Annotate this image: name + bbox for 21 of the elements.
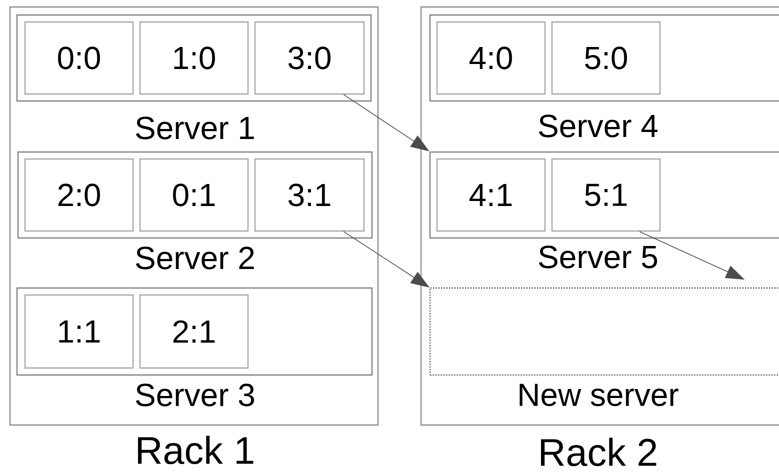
shard-box: 1:0 <box>139 21 249 95</box>
shard-box: 5:1 <box>551 158 661 232</box>
shard-box: 3:1 <box>254 158 365 232</box>
shard-box: 0:0 <box>24 21 134 95</box>
node-label: Server 4 <box>538 114 658 138</box>
shard-box: 2:1 <box>139 294 249 369</box>
node-label: Rack 1 <box>138 436 254 464</box>
shard-box: 0:1 <box>139 158 249 232</box>
node-label: New server <box>520 384 678 406</box>
shard-box: 1:1 <box>24 294 134 369</box>
server-box: New server <box>430 288 779 406</box>
node-label: Server 5 <box>538 246 658 268</box>
node-label: Server 1 <box>136 116 254 140</box>
node-label: Rack 2 <box>541 438 656 466</box>
shard-box: 3:0 <box>254 21 365 95</box>
shard-box: 5:0 <box>551 21 661 95</box>
node-label: Server 2 <box>136 246 254 270</box>
shard-box: 4:0 <box>436 21 546 95</box>
node-label: Server 3 <box>136 384 254 406</box>
shard-box: 2:0 <box>24 158 134 232</box>
shard-box: 4:1 <box>436 158 546 232</box>
